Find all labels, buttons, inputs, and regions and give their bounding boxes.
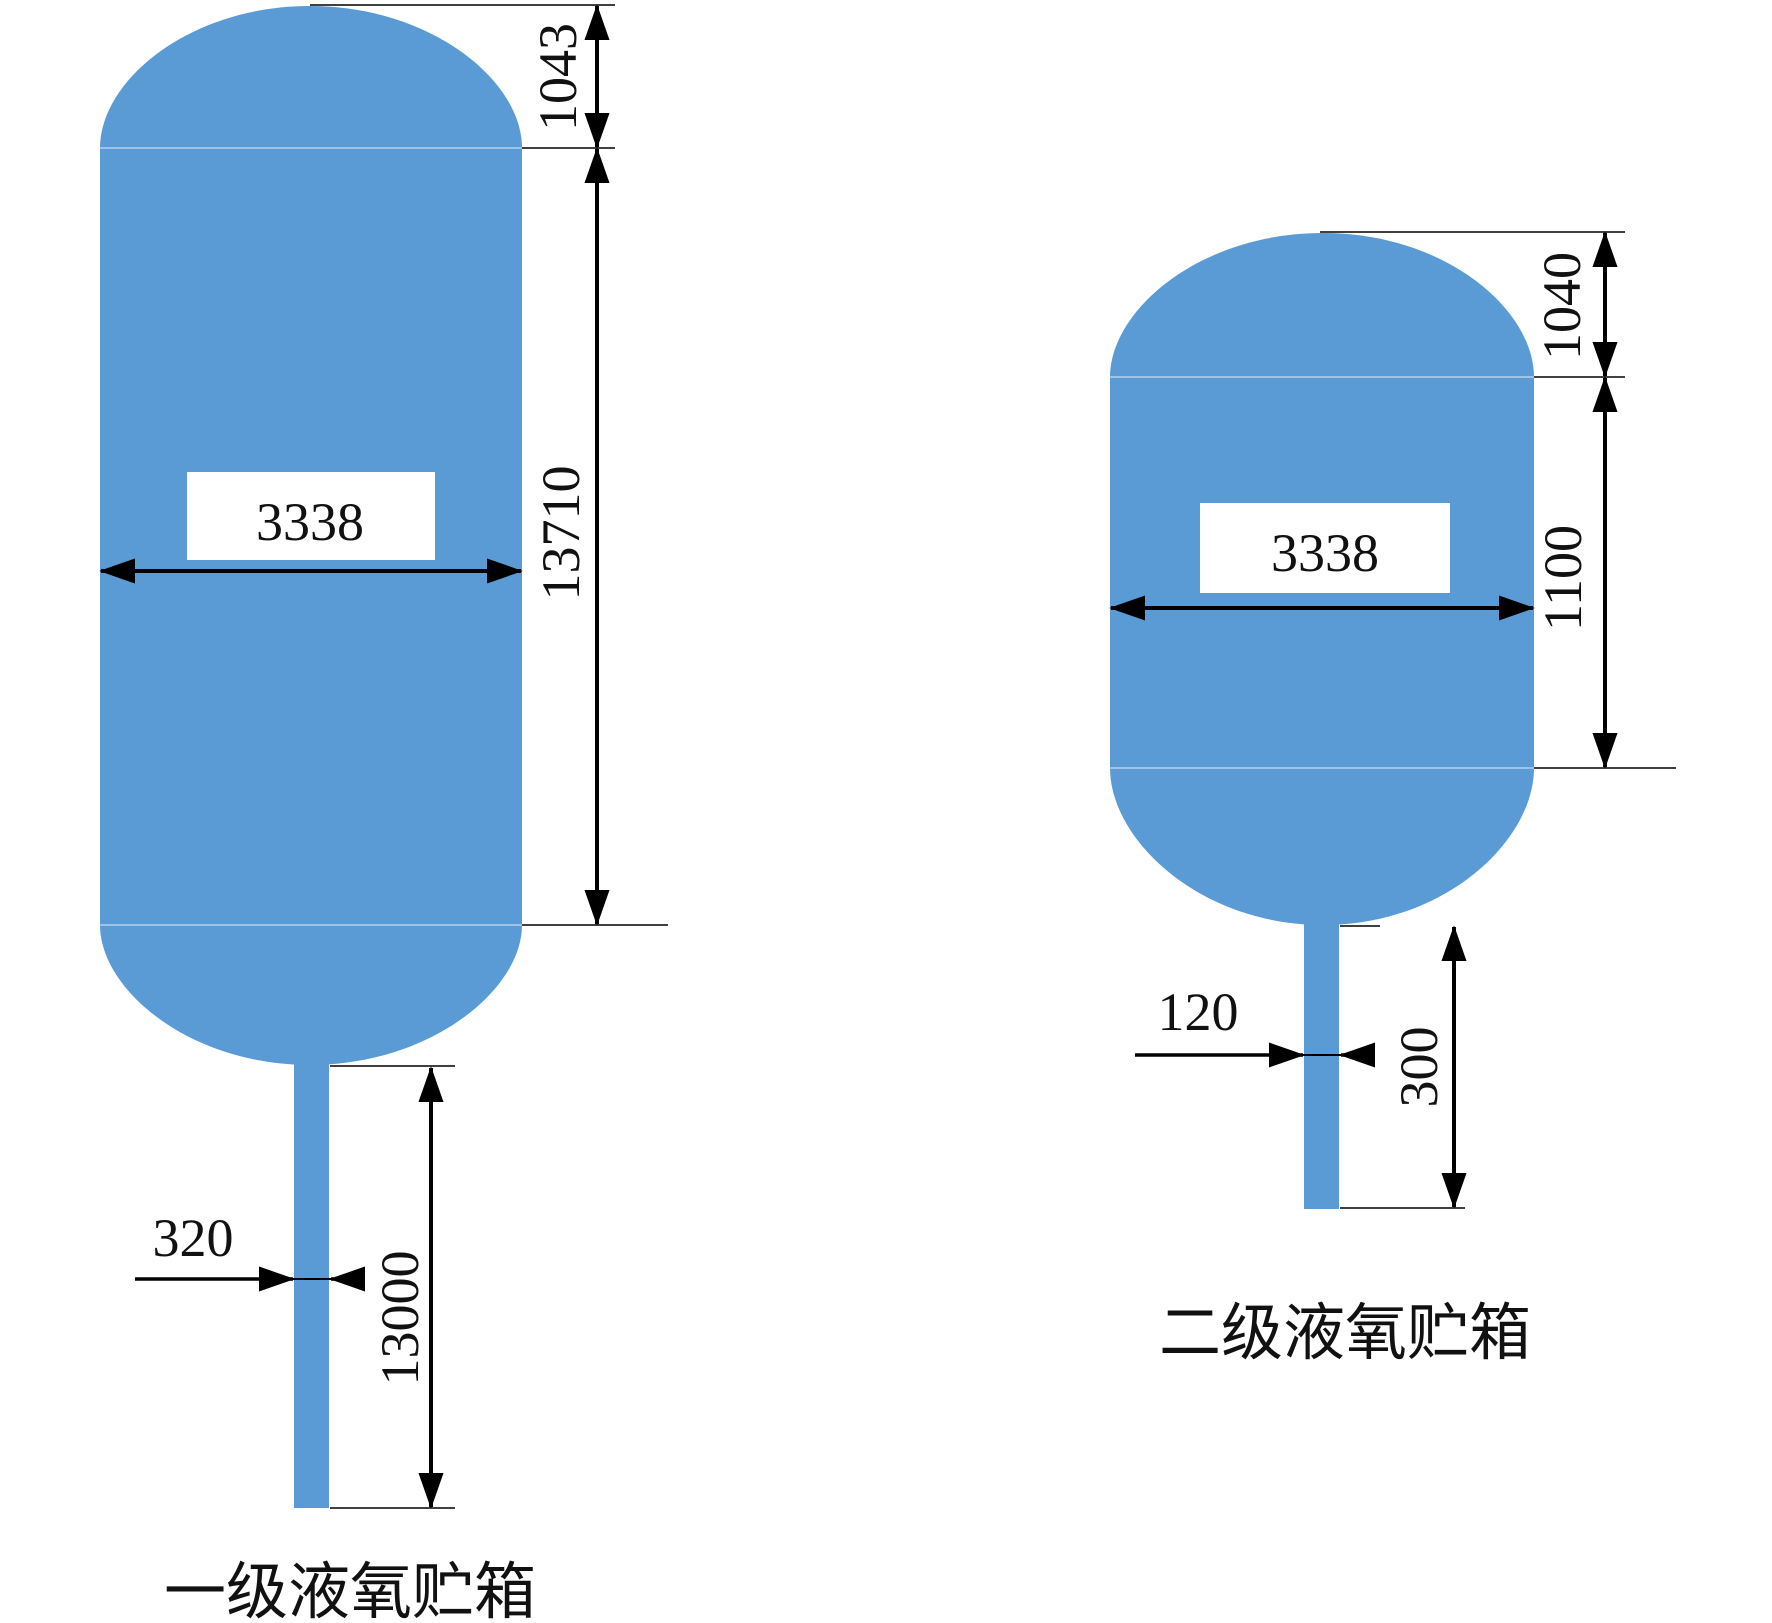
tank-1-diameter-label-box: [187, 472, 435, 560]
tank-2-caption: 二级液氧贮箱: [1159, 1300, 1531, 1368]
tank-2: 3338 1040 1100 300 120 二级液氧贮箱: [1109, 231, 1676, 1368]
tank-1-pipe-length-label: 13000: [370, 1251, 430, 1386]
tank-1-diameter-label: 3338: [256, 492, 364, 552]
tank-2-diameter-label-box: [1200, 503, 1450, 593]
tank-2-pipe: [1304, 922, 1339, 1209]
tank-2-body-label: 1100: [1533, 525, 1593, 631]
tank-1-pipe-dia-label: 320: [153, 1208, 234, 1268]
tank-1-head-label: 1043: [528, 23, 588, 131]
tank-1-body-label: 13710: [531, 466, 591, 601]
tank-2-head-label: 1040: [1532, 252, 1592, 360]
tank-2-pipe-dia-label: 120: [1158, 982, 1239, 1042]
tank-2-pipe-length-label: 300: [1389, 1027, 1449, 1108]
tank-1-caption: 一级液氧贮箱: [164, 1559, 536, 1623]
tank-1-pipe: [294, 1063, 329, 1508]
tank-2-diameter-label: 3338: [1271, 523, 1379, 583]
tank-1: 3338 1043 13710 13000 320 一级液氧贮箱: [99, 4, 668, 1623]
